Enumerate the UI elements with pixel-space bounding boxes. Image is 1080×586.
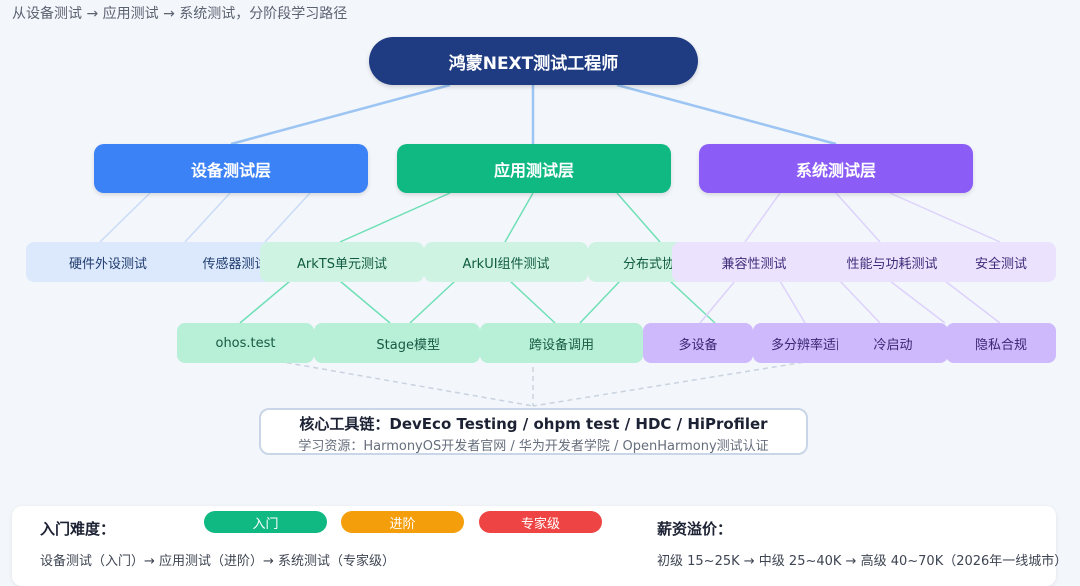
- toolchain-resources: 学习资源：HarmonyOS开发者官网 / 华为开发者学院 / OpenHarm…: [298, 439, 769, 454]
- tool-cross-device-call: 跨设备调用: [480, 323, 643, 363]
- layer-app: 应用测试层: [397, 144, 671, 193]
- difficulty-label: 入门难度：: [40, 520, 116, 538]
- item-hardware-peripheral: 硬件外设测试: [26, 242, 190, 282]
- salary-label: 薪资溢价：: [657, 520, 733, 538]
- tool-privacy-compliance: 隐私合规: [946, 323, 1056, 363]
- badge-entry: 入门: [204, 511, 327, 533]
- tool-cold-start: 冷启动: [838, 323, 948, 363]
- root-node: 鸿蒙NEXT测试工程师: [369, 37, 698, 85]
- item-arkts-unit: ArkTS单元测试: [260, 242, 424, 282]
- layer-system: 系统测试层: [699, 144, 973, 193]
- item-security: 安全测试: [946, 242, 1056, 282]
- badge-advanced: 进阶: [341, 511, 464, 533]
- badge-expert: 专家级: [479, 511, 602, 533]
- tool-stage-model: Stage模型: [314, 323, 480, 363]
- layer-device: 设备测试层: [94, 144, 368, 193]
- toolchain-title: 核心工具链：DevEco Testing / ohpm test / HDC /…: [299, 415, 768, 433]
- item-arkui-component: ArkUI组件测试: [424, 242, 588, 282]
- difficulty-path: 设备测试（入门）→ 应用测试（进阶）→ 系统测试（专家级）: [40, 554, 396, 569]
- item-compatibility: 兼容性测试: [672, 242, 836, 282]
- tool-ohos-test: ohos.test: [177, 323, 314, 363]
- subtitle: 从设备测试 → 应用测试 → 系统测试，分阶段学习路径: [12, 6, 348, 22]
- tool-multi-device: 多设备: [643, 323, 753, 363]
- toolchain-box: 核心工具链：DevEco Testing / ohpm test / HDC /…: [259, 408, 808, 455]
- salary-text: 初级 15~25K → 中级 25~40K → 高级 40~70K（2026年一…: [657, 554, 1068, 569]
